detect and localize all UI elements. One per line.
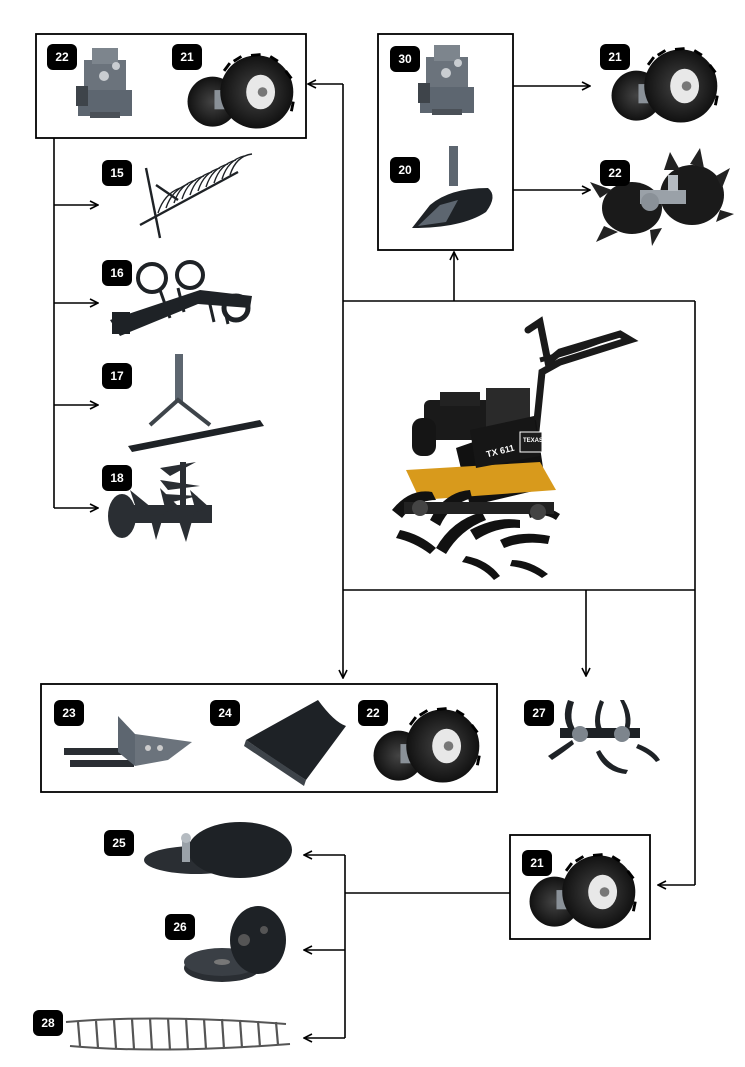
part-number-badge: 20 bbox=[390, 157, 420, 183]
part-number-badge: 24 bbox=[210, 700, 240, 726]
box-middle bbox=[40, 683, 498, 793]
hitch-icon bbox=[64, 716, 192, 767]
rake-icon bbox=[139, 153, 253, 239]
hitch-bracket-icon bbox=[76, 48, 132, 118]
chain-icon bbox=[65, 1017, 291, 1051]
blade-icon bbox=[244, 700, 346, 786]
blade-icon bbox=[128, 354, 264, 452]
box-top-left bbox=[35, 33, 307, 139]
part-number-badge: 18 bbox=[102, 465, 132, 491]
tiller-icon bbox=[392, 316, 639, 580]
plough-icon bbox=[412, 146, 493, 228]
weight-icon bbox=[184, 906, 286, 982]
part-number-badge: 21 bbox=[172, 44, 202, 70]
cultivator-icon bbox=[110, 260, 252, 336]
hitch-bracket-icon bbox=[418, 45, 474, 115]
part-number-badge: 17 bbox=[102, 363, 132, 389]
part-number-badge: 22 bbox=[47, 44, 77, 70]
aerator-icon bbox=[108, 462, 212, 542]
tiller-brand-text: TEXAS bbox=[523, 438, 544, 444]
box-bottom-right bbox=[509, 834, 651, 940]
part-number-badge: 22 bbox=[358, 700, 388, 726]
part-number-badge: 21 bbox=[600, 44, 630, 70]
part-number-badge: 15 bbox=[102, 160, 132, 186]
part-number-badge: 21 bbox=[522, 850, 552, 876]
disc-icon bbox=[144, 822, 292, 878]
part-number-badge: 25 bbox=[104, 830, 134, 856]
wheel-icon bbox=[372, 707, 481, 785]
part-number-badge: 28 bbox=[33, 1010, 63, 1036]
group-boxes bbox=[35, 33, 651, 940]
part-number-badge: 27 bbox=[524, 700, 554, 726]
part-number-badge: 22 bbox=[600, 160, 630, 186]
part-number-badge: 16 bbox=[102, 260, 132, 286]
part-number-badge: 30 bbox=[390, 46, 420, 72]
cage-wheel-icon bbox=[590, 148, 734, 246]
wheel-icon bbox=[186, 53, 295, 131]
box-top-middle bbox=[377, 33, 514, 251]
connector-lines bbox=[53, 84, 696, 1038]
part-number-badge: 23 bbox=[54, 700, 84, 726]
part-number-badge: 26 bbox=[165, 914, 195, 940]
tiller-tines-icon bbox=[548, 700, 660, 774]
